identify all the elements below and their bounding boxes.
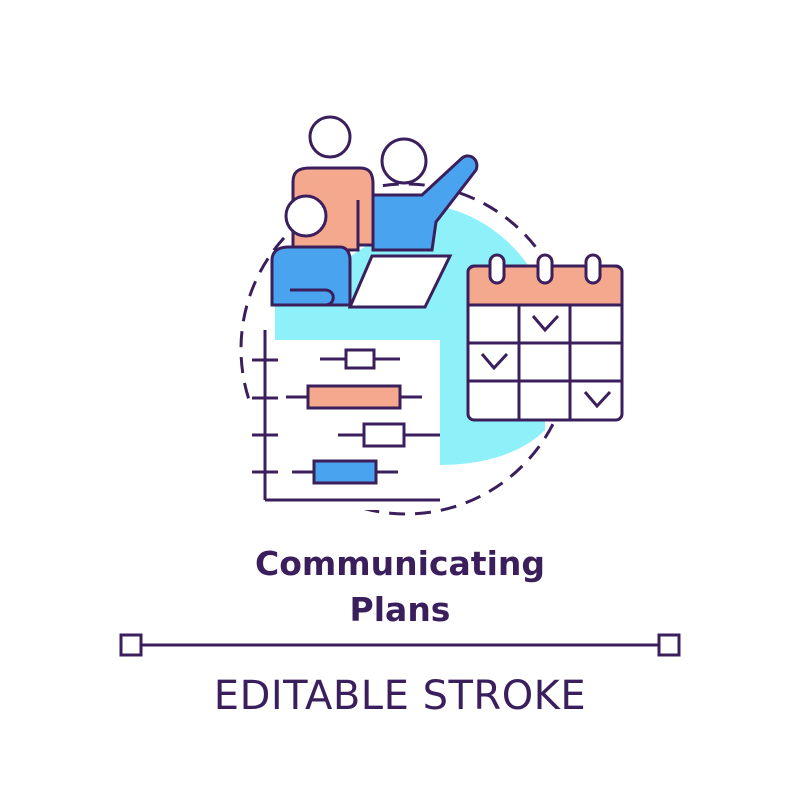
divider-handle-left: [119, 633, 143, 657]
presenter-person-blue: [371, 137, 479, 252]
calendar-icon: [466, 253, 624, 422]
title-line-2: Plans: [349, 590, 451, 629]
gantt-chart-icon: [252, 330, 440, 502]
divider-handle-right: [657, 633, 681, 657]
laptop-icon: [347, 254, 453, 309]
title-line-1: Communicating: [255, 544, 545, 583]
communicating-plans-illustration: [239, 115, 624, 516]
audience-person-blue: [270, 194, 352, 307]
divider-line: [119, 633, 681, 657]
editable-stroke-label: EDITABLE STROKE: [213, 673, 587, 719]
